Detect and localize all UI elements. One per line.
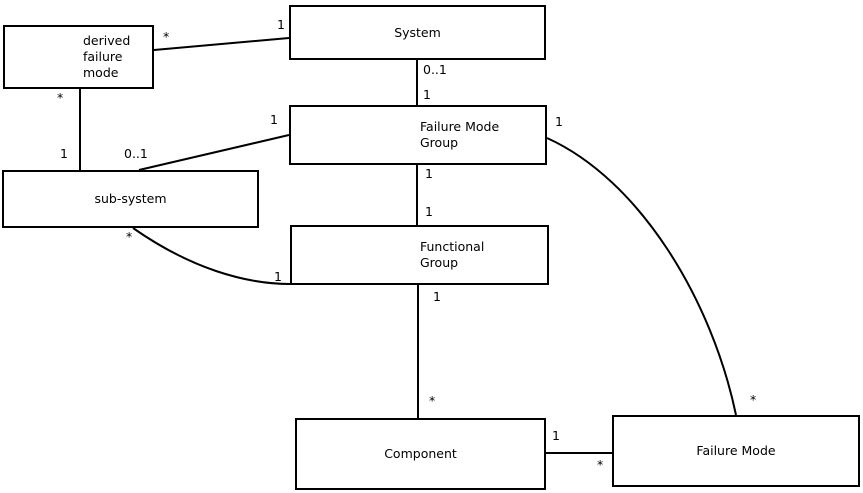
class-name-derived-failure-mode: derived failure mode <box>83 33 131 80</box>
multiplicity-label-mult-derived-to-subsystem-dst: 1 <box>60 146 68 161</box>
multiplicity-label-mult-fmg-to-fg-dst: 1 <box>425 204 433 219</box>
multiplicity-label-mult-derived-to-system-src: * <box>163 29 170 44</box>
class-box-sub-system[interactable]: sub-system <box>2 170 259 228</box>
class-name-system: System <box>394 24 441 40</box>
class-box-component[interactable]: Component <box>295 418 546 490</box>
multiplicity-label-mult-component-to-fm-dst: * <box>597 457 604 472</box>
multiplicity-label-mult-subsystem-to-fg-src: * <box>126 229 133 244</box>
class-name-sub-system: sub-system <box>94 191 167 206</box>
class-box-failure-mode[interactable]: Failure Mode <box>612 415 860 487</box>
multiplicity-label-mult-subsystem-to-fmg-dst: 1 <box>270 112 278 127</box>
multiplicity-label-mult-fg-to-component-dst: * <box>429 393 436 408</box>
class-name-failure-mode-group: Failure Mode Group <box>420 119 500 150</box>
association-edge-failure-mode-group--failure-mode <box>546 137 737 416</box>
multiplicity-label-mult-derived-to-system-dst: 1 <box>277 17 285 32</box>
class-name-failure-mode: Failure Mode <box>696 443 776 458</box>
multiplicity-label-mult-system-to-fmg-dst: 1 <box>423 87 431 102</box>
class-name-functional-group: Functional Group <box>420 239 485 270</box>
multiplicity-label-mult-system-to-fmg-src: 0..1 <box>423 62 447 77</box>
multiplicity-label-mult-fmg-to-fg-src: 1 <box>425 166 433 181</box>
class-box-derived-failure-mode[interactable]: derived failure mode <box>3 25 154 89</box>
association-edge-derived-failure-mode--system <box>153 37 290 51</box>
multiplicity-label-mult-derived-to-subsystem-src: * <box>57 90 64 105</box>
association-edge-sub-system--functional-group <box>132 227 291 285</box>
multiplicity-label-mult-fmg-to-fm-src: 1 <box>555 114 563 129</box>
multiplicity-label-mult-fg-to-component-src: 1 <box>433 289 441 304</box>
multiplicity-label-mult-subsystem-to-fg-dst: 1 <box>274 269 282 284</box>
class-box-functional-group[interactable]: Functional Group <box>290 225 549 285</box>
multiplicity-label-mult-fmg-to-fm-dst: * <box>750 392 757 407</box>
multiplicity-label-mult-component-to-fm-src: 1 <box>552 428 560 443</box>
association-edge-sub-system--failure-mode-group <box>138 134 290 171</box>
multiplicity-label-mult-subsystem-to-fmg-src: 0..1 <box>124 146 148 161</box>
class-box-failure-mode-group[interactable]: Failure Mode Group <box>289 105 547 165</box>
class-box-system[interactable]: System <box>289 5 546 60</box>
class-name-component: Component <box>384 446 457 461</box>
